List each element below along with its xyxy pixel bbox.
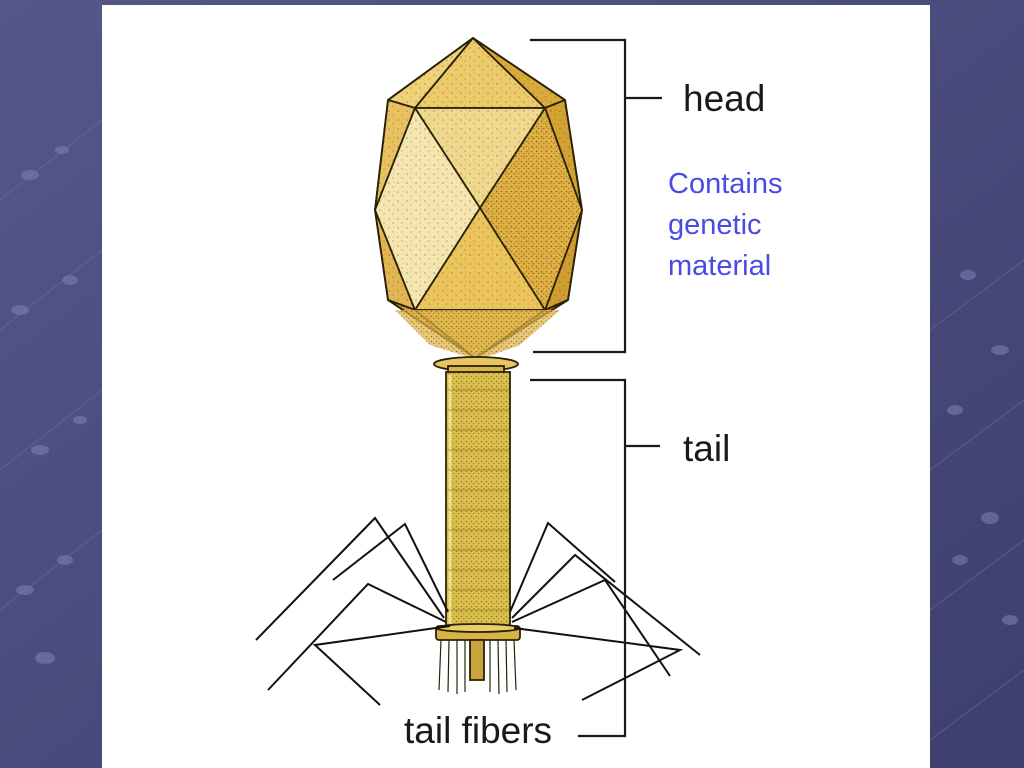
note-line: Contains bbox=[668, 164, 782, 205]
phage-base-plate bbox=[436, 624, 520, 694]
tail-fibers-label: tail fibers bbox=[404, 712, 552, 749]
phage-head bbox=[375, 38, 582, 360]
phage-tail-sheath bbox=[446, 372, 510, 630]
tail-label: tail bbox=[683, 430, 730, 467]
genetic-material-note: Contains genetic material bbox=[668, 164, 782, 287]
note-line: material bbox=[668, 246, 782, 287]
note-line: genetic bbox=[668, 205, 782, 246]
head-label: head bbox=[683, 80, 765, 117]
